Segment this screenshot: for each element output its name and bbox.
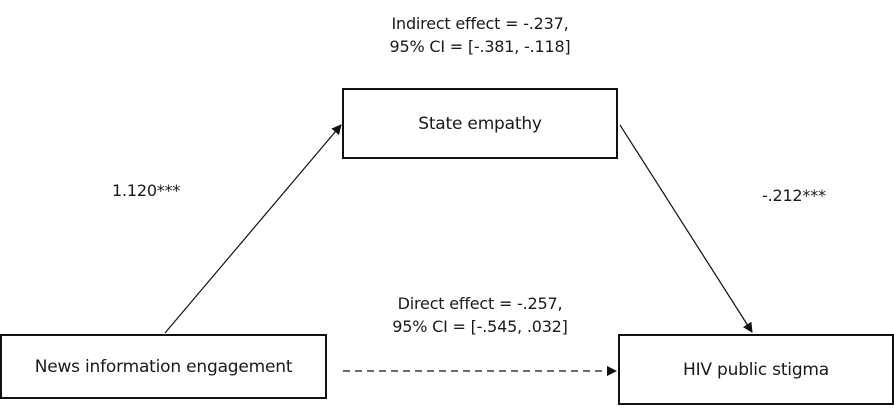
direct-effect-label: Direct effect = -.257, 95% CI = [-.545, … [330, 292, 630, 338]
outcome-label: HIV public stigma [683, 359, 829, 380]
predictor-node: News information engagement [0, 334, 327, 399]
path-b-arrow [619, 124, 753, 333]
mediator-label: State empathy [418, 113, 542, 134]
path-a-arrow [164, 124, 342, 334]
predictor-label: News information engagement [34, 356, 293, 377]
path-a-coefficient: 1.120*** [112, 181, 181, 200]
indirect-effect-ci: 95% CI = [-.381, -.118] [389, 37, 571, 56]
outcome-node: HIV public stigma [618, 334, 894, 405]
mediator-node: State empathy [342, 88, 618, 159]
path-b-coefficient: -.212*** [762, 186, 826, 205]
indirect-effect-value: Indirect effect = -.237, [391, 14, 569, 33]
indirect-effect-label: Indirect effect = -.237, 95% CI = [-.381… [330, 12, 630, 58]
direct-effect-ci: 95% CI = [-.545, .032] [392, 317, 568, 336]
direct-effect-value: Direct effect = -.257, [397, 294, 563, 313]
